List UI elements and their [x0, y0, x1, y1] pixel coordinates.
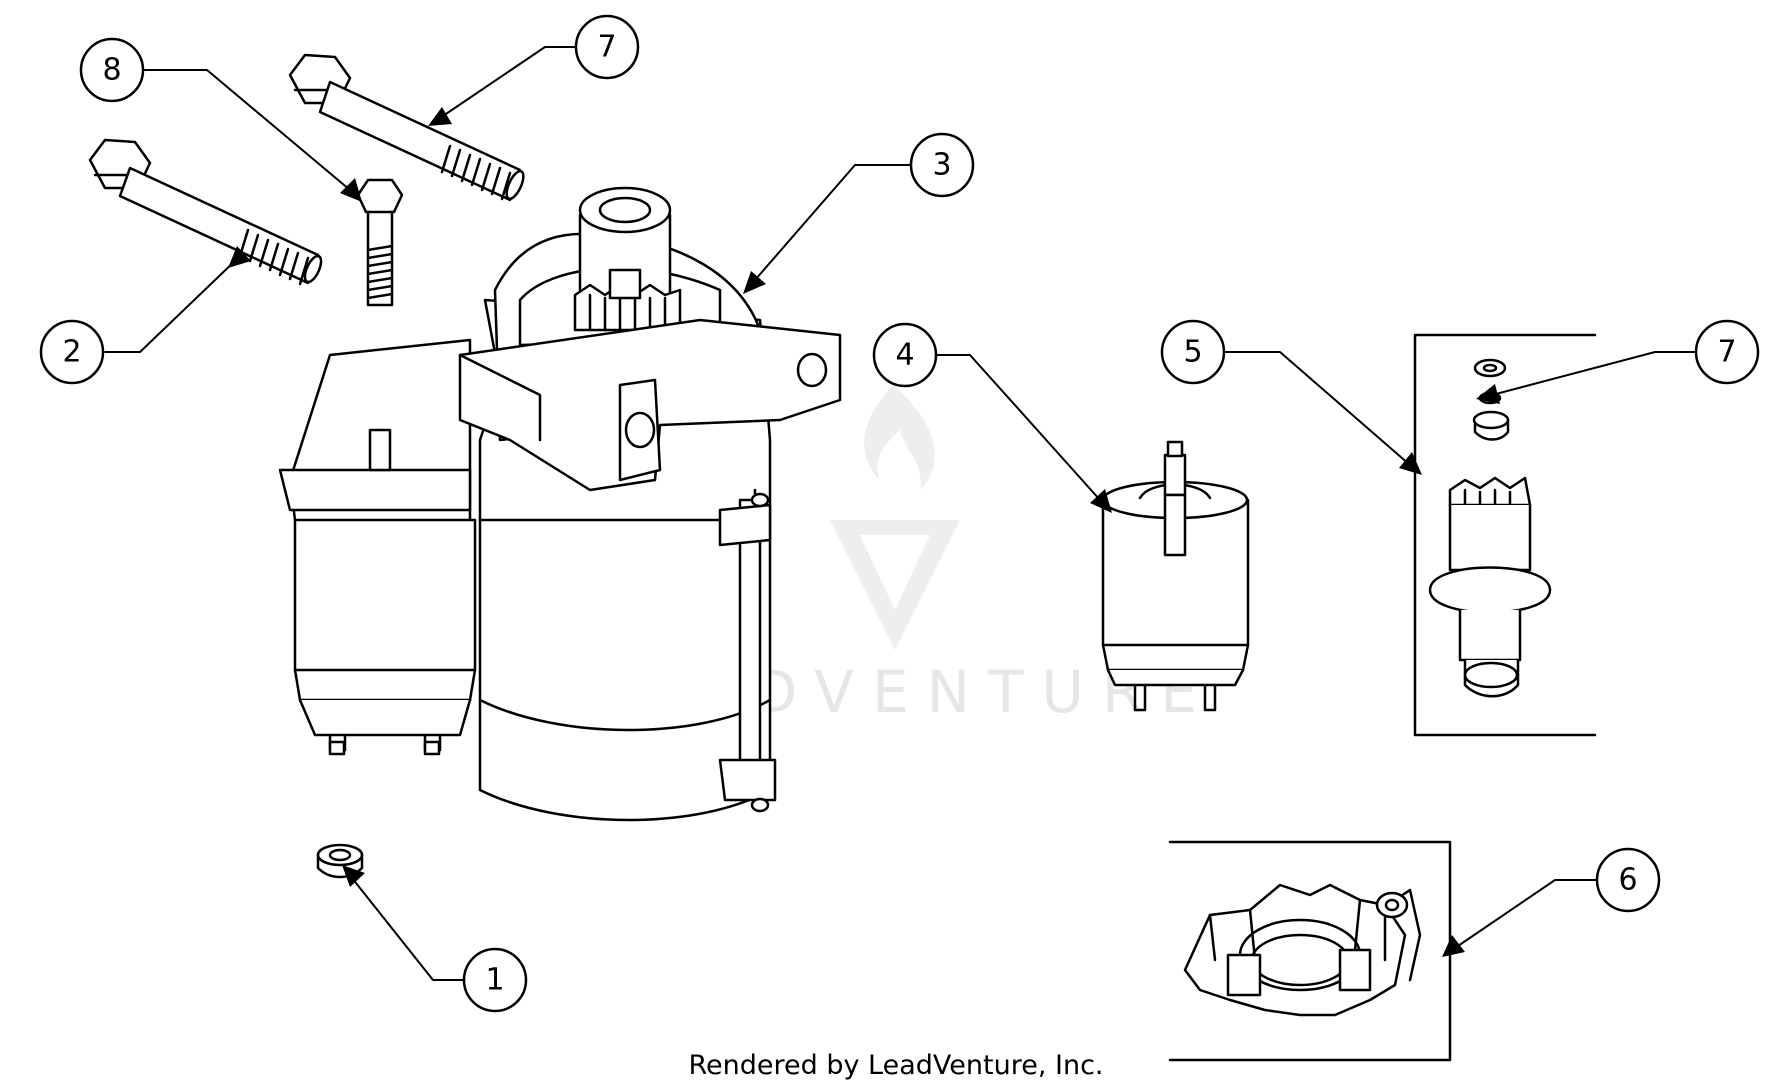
callout-7-top-label: 7 — [597, 30, 616, 65]
leader-line-3 — [754, 164, 911, 281]
callout-5-label: 5 — [1183, 335, 1202, 370]
callout-8[interactable]: 8 — [79, 37, 145, 103]
flange-nut — [316, 843, 364, 879]
arrowhead-1 — [342, 865, 365, 887]
starter-motor — [278, 186, 842, 822]
callout-4-label: 4 — [895, 338, 914, 373]
callout-2[interactable]: 2 — [39, 319, 105, 385]
callout-1-label: 1 — [485, 963, 504, 998]
watermark-v-icon — [830, 520, 960, 650]
callout-8-label: 8 — [102, 53, 121, 88]
leader-line-2 — [104, 257, 239, 353]
arrowhead-7b — [1476, 384, 1500, 404]
leader-line-7b — [1491, 351, 1696, 396]
leader-lines — [104, 46, 1696, 981]
drive-kit-frame — [1413, 333, 1597, 737]
arrowhead-6 — [1442, 935, 1465, 957]
leader-line-1 — [351, 877, 466, 981]
arrowheads — [228, 107, 1500, 957]
arrowhead-7a — [428, 107, 452, 126]
solenoid — [1101, 440, 1250, 712]
callouts: 1 2 3 4 5 6 7 7 8 — [39, 14, 1760, 1013]
starter-drive-kit — [1428, 358, 1552, 698]
callout-6[interactable]: 6 — [1595, 847, 1661, 913]
callout-3-label: 3 — [932, 148, 951, 183]
callout-5[interactable]: 5 — [1160, 319, 1226, 385]
brush-holder — [1183, 883, 1422, 1017]
arrowhead-4 — [1090, 489, 1112, 513]
arrowhead-8 — [340, 178, 362, 202]
leader-line-8 — [142, 69, 351, 191]
callout-3[interactable]: 3 — [909, 132, 975, 198]
arrowhead-5 — [1399, 452, 1422, 475]
arrowhead-3 — [743, 271, 766, 294]
arrowhead-2 — [228, 246, 251, 268]
bolt-long-left — [88, 138, 323, 286]
footer-credit: Rendered by LeadVenture, Inc. — [688, 1050, 1104, 1081]
callout-1[interactable]: 1 — [462, 947, 528, 1013]
bolt-long-top — [288, 53, 525, 202]
leader-line-7a — [439, 46, 576, 119]
leader-line-5 — [1224, 351, 1411, 466]
callout-7-top[interactable]: 7 — [574, 14, 640, 80]
leader-line-6 — [1454, 879, 1598, 949]
callout-6-label: 6 — [1618, 863, 1637, 898]
leader-line-4 — [936, 354, 1101, 501]
callout-2-label: 2 — [62, 335, 81, 370]
callout-7-right-label: 7 — [1717, 335, 1736, 370]
bolt-short — [356, 178, 404, 307]
callout-4[interactable]: 4 — [872, 322, 938, 388]
callout-7-right[interactable]: 7 — [1694, 319, 1760, 385]
watermark-flame-icon — [864, 385, 935, 490]
